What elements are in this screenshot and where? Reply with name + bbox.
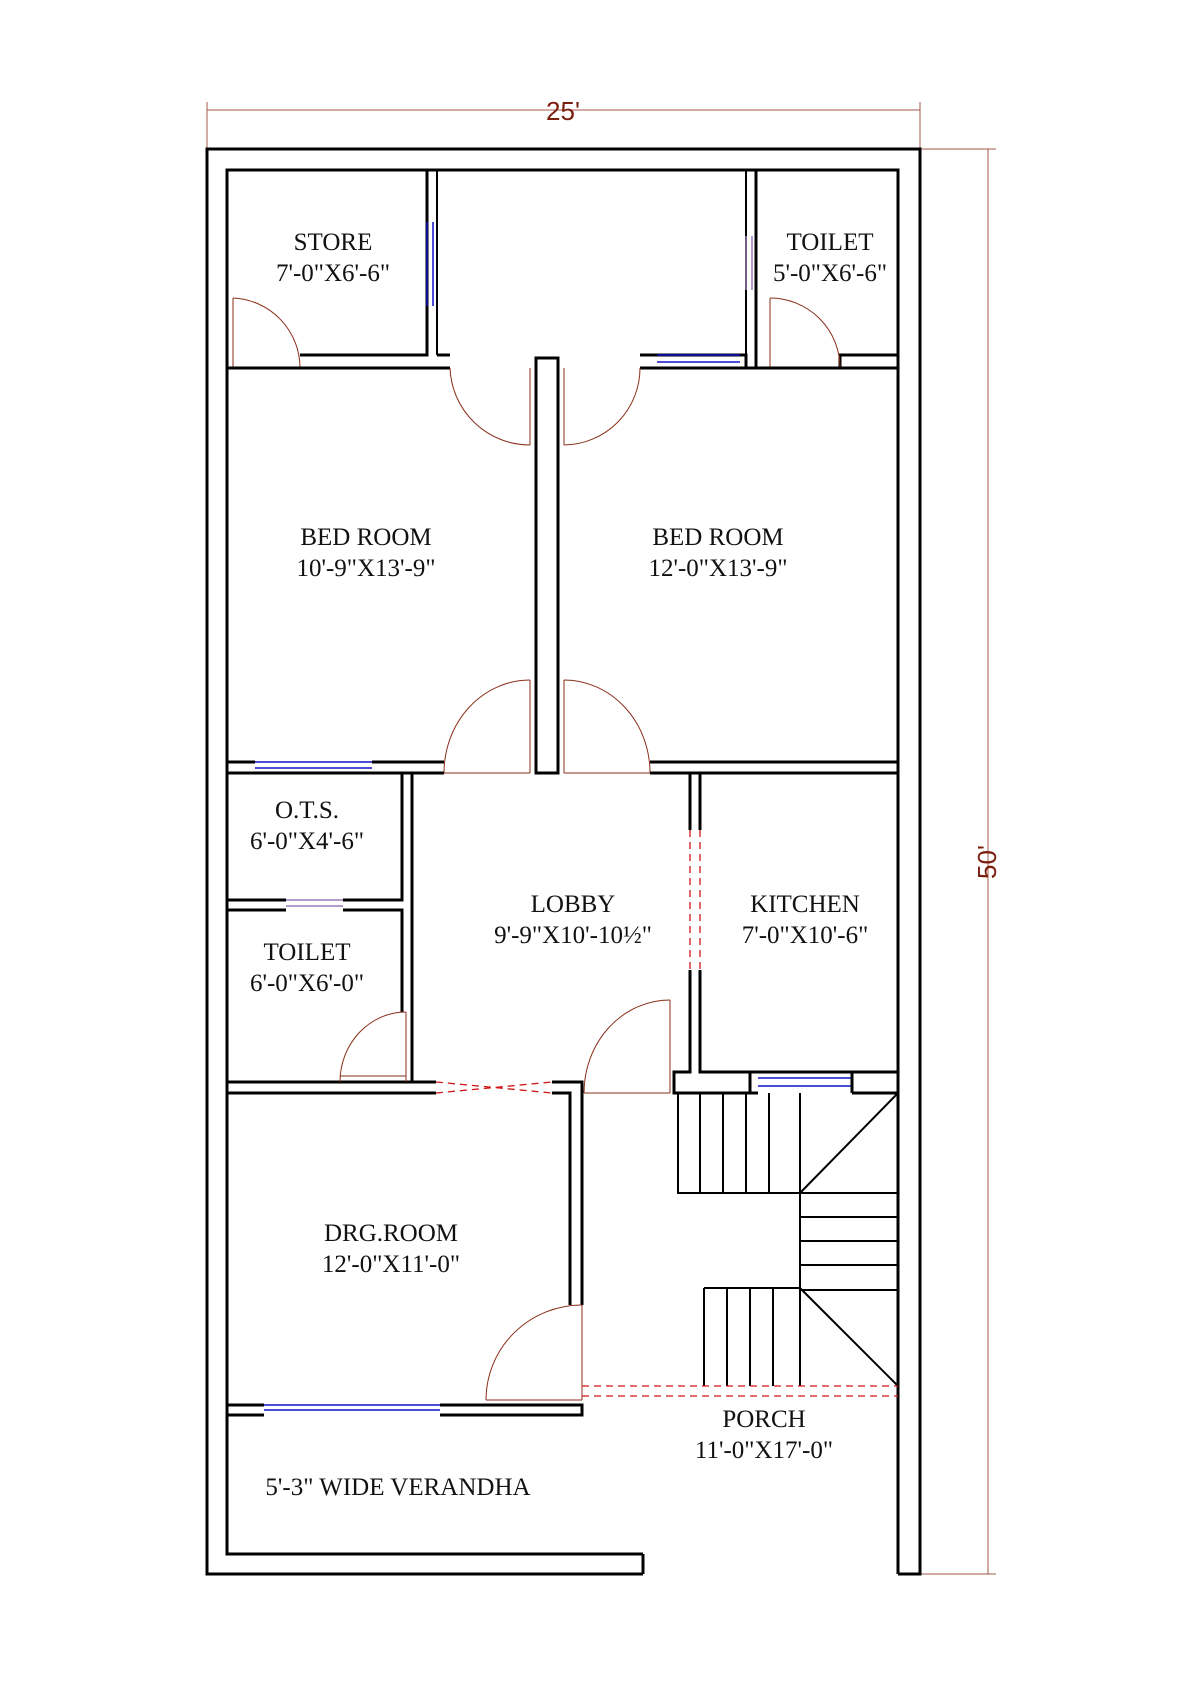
- ots-label: O.T.S. 6'-0"X4'-6": [250, 797, 364, 855]
- left-bedroom-door[interactable]: [449, 367, 531, 446]
- width-dimension: 25': [206, 96, 921, 148]
- bed-left-label: BED ROOM 10'-9"X13'-9": [296, 524, 435, 582]
- depth-label: 50': [972, 845, 1002, 879]
- bed-left-name: BED ROOM: [300, 524, 431, 551]
- lobby-drawing-opening: [435, 1081, 553, 1094]
- drawing-room-door[interactable]: [485, 1304, 583, 1401]
- mid-toilet-size: 6'-0"X6'-0": [250, 970, 364, 997]
- kitchen-window: [750, 1070, 898, 1093]
- kitchen-size: 7'-0"X10'-6": [742, 922, 869, 949]
- lobby-size: 9'-9"X10'-10½": [494, 922, 652, 949]
- rear-passage: [437, 169, 770, 370]
- rear-toilet-size: 5'-0"X6'-6": [773, 260, 887, 287]
- drawing-size: 12'-0"X11'-0": [322, 1251, 460, 1278]
- drawing-room: [227, 1091, 584, 1417]
- right-bedroom-lobby-door[interactable]: [563, 679, 651, 774]
- rear-toilet-door[interactable]: [769, 297, 841, 369]
- drawing-name: DRG.ROOM: [324, 1220, 458, 1247]
- bed-right-size: 12'-0"X13'-9": [648, 555, 787, 582]
- store-room: [225, 168, 438, 368]
- lobby-name: LOBBY: [531, 891, 616, 918]
- kitchen-label: KITCHEN 7'-0"X10'-6": [742, 891, 869, 949]
- outer-wall: [205, 147, 922, 1576]
- store-name: STORE: [294, 229, 373, 256]
- porch-label: PORCH 11'-0"X17'-0": [695, 1406, 833, 1464]
- mid-toilet-door[interactable]: [339, 1011, 407, 1083]
- ots-size: 6'-0"X4'-6": [250, 828, 364, 855]
- rear-toilet-name: TOILET: [786, 229, 873, 256]
- store-label: STORE 7'-0"X6'-6": [276, 229, 390, 287]
- porch-size: 11'-0"X17'-0": [695, 1437, 833, 1464]
- bed-right-label: BED ROOM 12'-0"X13'-9": [648, 524, 787, 582]
- width-label: 25': [546, 96, 580, 126]
- mid-toilet-label: TOILET 6'-0"X6'-0": [250, 939, 364, 997]
- rear-toilet-label: TOILET 5'-0"X6'-6": [773, 229, 887, 287]
- lobby-main-door[interactable]: [583, 999, 671, 1094]
- right-bedroom-door[interactable]: [563, 367, 641, 446]
- kitchen-name: KITCHEN: [750, 891, 860, 918]
- staircase: [677, 1092, 899, 1387]
- depth-dimension: 50': [920, 148, 1002, 1575]
- porch-opening: [582, 1385, 898, 1397]
- lobby-label: LOBBY 9'-9"X10'-10½": [494, 891, 652, 949]
- mid-toilet-name: TOILET: [263, 939, 350, 966]
- left-bedroom-lobby-door[interactable]: [443, 679, 531, 774]
- ots-room: [227, 771, 404, 1012]
- porch-name: PORCH: [722, 1406, 805, 1433]
- drawing-label: DRG.ROOM 12'-0"X11'-0": [322, 1220, 460, 1278]
- bedroom-walls: [227, 356, 898, 775]
- ots-name: O.T.S.: [275, 797, 339, 824]
- verandha-label: 5'-3" WIDE VERANDHA: [265, 1474, 530, 1501]
- store-size: 7'-0"X6'-6": [276, 260, 390, 287]
- lobby-walls: [412, 771, 898, 1305]
- bed-right-name: BED ROOM: [652, 524, 783, 551]
- store-door[interactable]: [227, 297, 301, 369]
- bed-left-size: 10'-9"X13'-9": [296, 555, 435, 582]
